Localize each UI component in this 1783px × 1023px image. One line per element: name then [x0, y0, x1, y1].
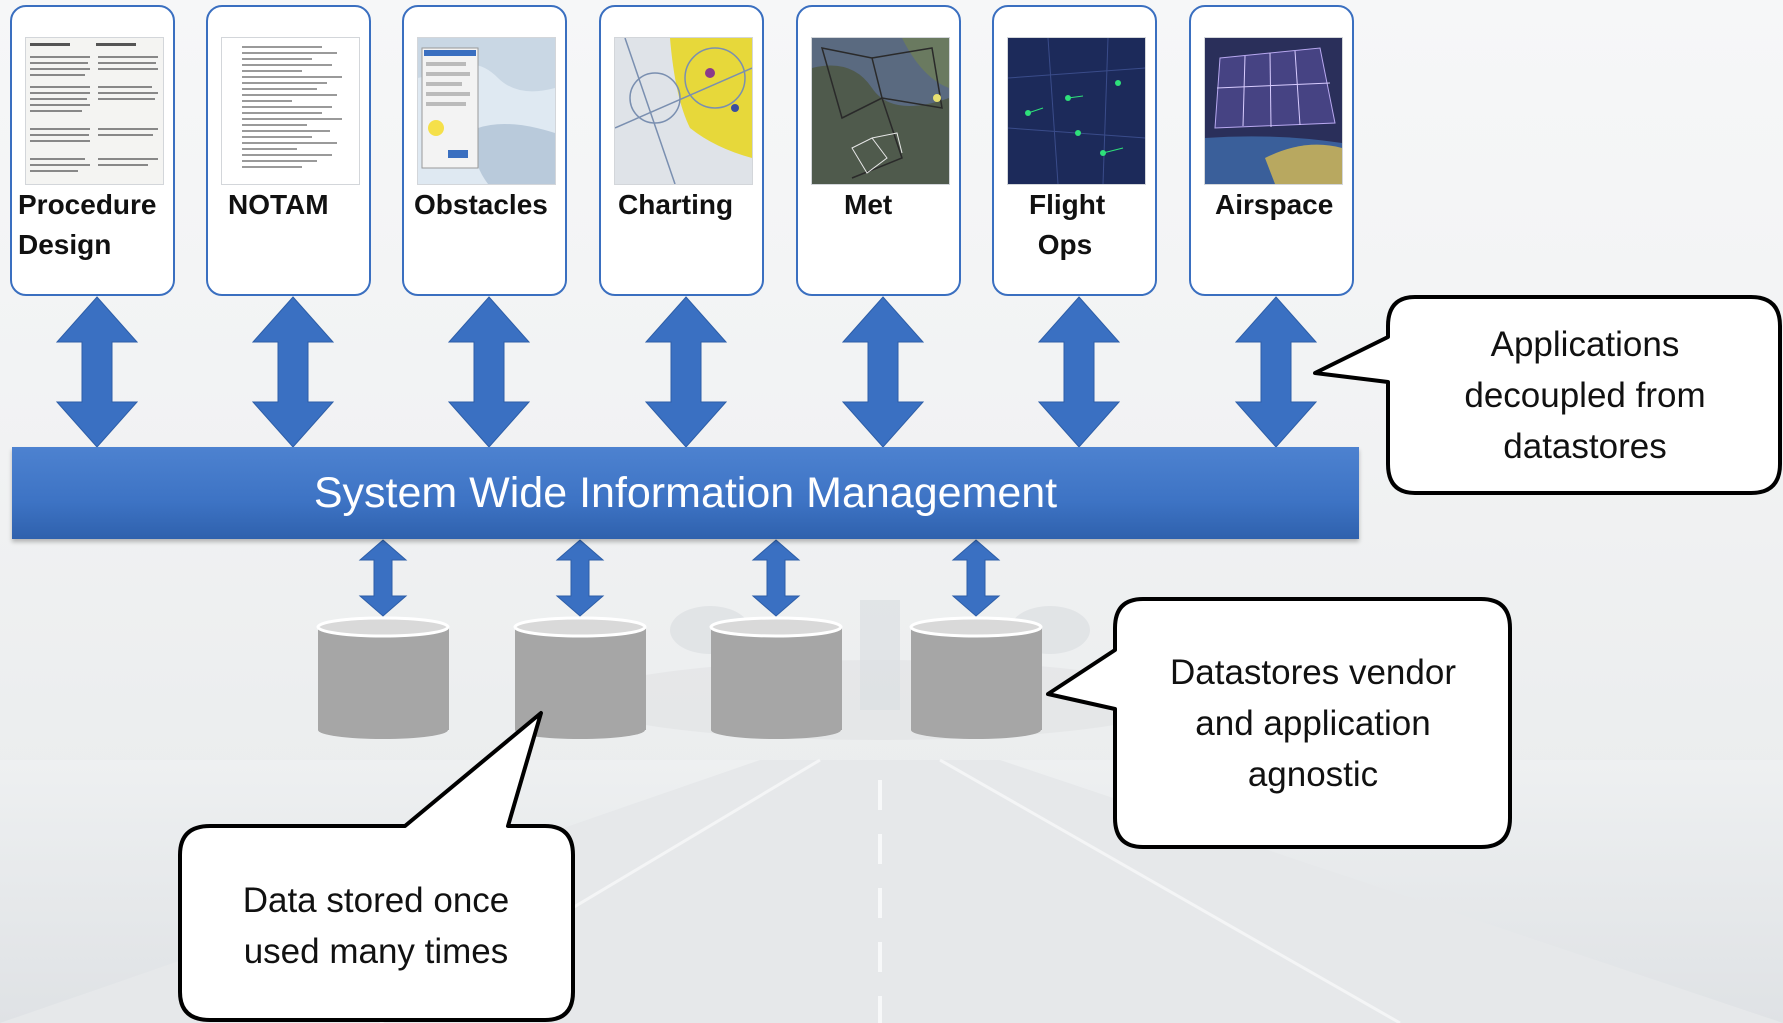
- airspace-thumbnail: [1204, 37, 1343, 185]
- callout-applications-text: Applications decoupled from datastores: [1464, 325, 1706, 466]
- charting-thumbnail: [614, 37, 753, 185]
- swim-bar-label: System Wide Information Management: [313, 469, 1058, 517]
- app-card-met: Met: [796, 5, 961, 296]
- app-label: NOTAM: [228, 189, 329, 220]
- app-label: Met: [844, 189, 893, 220]
- app-card-obstacles: Obstacles: [402, 5, 567, 296]
- notam-thumbnail: [221, 37, 360, 185]
- met-thumbnail: [811, 37, 950, 185]
- app-card-notam: NOTAM: [206, 5, 371, 296]
- swim-bar: [12, 447, 1359, 539]
- app-card-airspace: Airspace: [1189, 5, 1354, 296]
- procedure-design-thumbnail: [25, 37, 164, 185]
- app-label: Flight Ops: [1029, 189, 1106, 260]
- app-label: Airspace: [1215, 189, 1334, 220]
- app-label: Procedure Design: [18, 189, 157, 260]
- app-card-procedure-design: Procedure Design: [10, 5, 175, 296]
- app-card-charting: Charting: [599, 5, 764, 296]
- flight-ops-thumbnail: [1007, 37, 1146, 185]
- callout-data-text: Data stored once used many times: [242, 881, 510, 971]
- obstacles-thumbnail: [417, 37, 556, 185]
- app-label: Charting: [618, 189, 734, 220]
- callout-datastores-text: Datastores vendor and application agnost…: [1170, 653, 1456, 794]
- app-label: Obstacles: [414, 189, 548, 220]
- app-card-flight-ops: Flight Ops: [992, 5, 1157, 296]
